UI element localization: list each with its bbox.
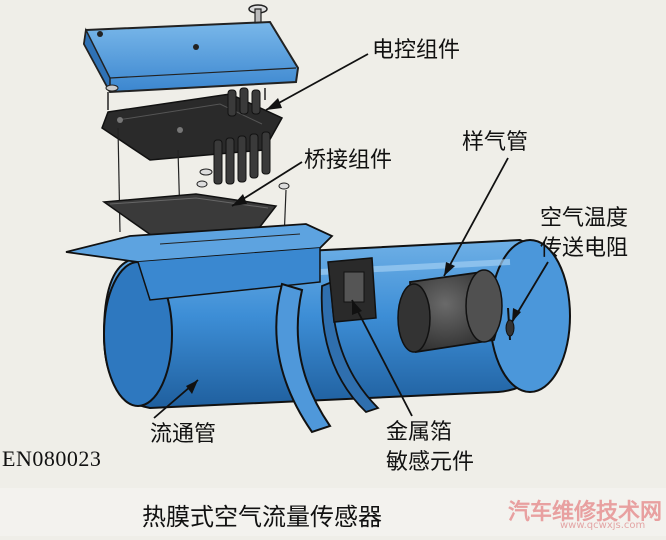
label-air-temp-line2: 传送电阻 <box>540 236 629 261</box>
label-sample-tube: 样气管 <box>462 130 529 155</box>
sample-tube-cylinder <box>397 269 503 354</box>
mounting-flange <box>65 223 334 301</box>
caption-bar <box>0 488 666 536</box>
control-module-board <box>101 87 284 185</box>
figure-caption: 热膜式空气流量传感器 <box>142 503 382 531</box>
control-module-pins <box>213 87 271 185</box>
label-foil-element-line1: 金属箔 <box>386 420 453 445</box>
watermark-url: www.qcwxjs.com <box>560 520 646 531</box>
front-guard <box>275 280 380 434</box>
figure-code: EN080023 <box>2 446 102 471</box>
foil-sensor-housing <box>327 257 377 323</box>
leader-arrowheads <box>186 98 521 394</box>
label-foil-element-line2: 敏感元件 <box>386 450 475 475</box>
housing-lid <box>82 20 300 94</box>
label-air-temp-line1: 空气温度 <box>540 206 629 231</box>
label-control-module: 电控组件 <box>372 38 461 63</box>
temperature-resistor <box>505 307 515 341</box>
label-flow-tube: 流通管 <box>150 422 217 447</box>
label-bridge-module: 桥接组件 <box>304 148 393 173</box>
watermark-text: 汽车维修技术网 <box>508 500 663 525</box>
leader-lines <box>153 53 549 419</box>
